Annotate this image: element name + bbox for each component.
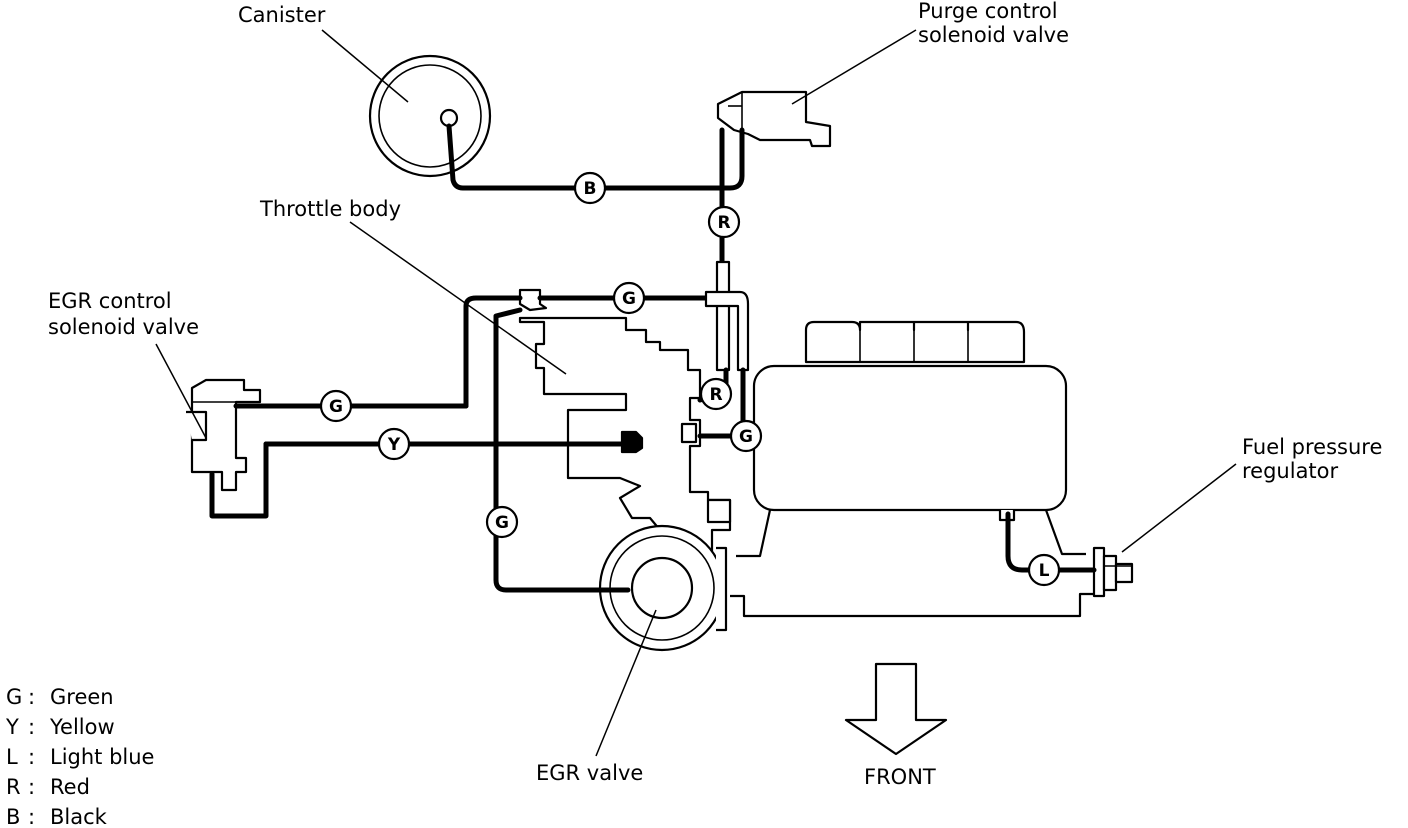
svg-text:G: G: [6, 685, 22, 709]
hose-y: [209, 441, 625, 519]
label-canister: Canister: [238, 3, 326, 27]
hose-g-egr-valve: [493, 307, 631, 593]
label-purge-line2: solenoid valve: [918, 23, 1069, 47]
leader-fuel: [1121, 463, 1237, 553]
egr-valve: [598, 524, 1094, 652]
hose-tag-g-right: G: [729, 419, 763, 453]
label-egr-control-line1: EGR control: [48, 289, 172, 313]
label-egr-control-line2: solenoid valve: [48, 315, 199, 339]
hose-purge-throttle-r: [697, 127, 731, 403]
svg-text:Black: Black: [50, 805, 108, 828]
svg-text:Light blue: Light blue: [50, 745, 154, 769]
throttle-body: [518, 288, 732, 554]
label-throttle-body: Throttle body: [259, 197, 401, 221]
hose-tag-r-upper: R: [707, 205, 741, 239]
front-arrow: [844, 662, 948, 756]
legend-row-light-blue: L : Light blue: [6, 745, 154, 769]
svg-text::: :: [28, 715, 35, 739]
leader-canister: [321, 29, 409, 103]
svg-text:R: R: [6, 775, 21, 799]
svg-text:R: R: [709, 385, 722, 405]
legend-row-red: R : Red: [6, 775, 90, 799]
svg-text:B: B: [584, 179, 597, 199]
legend-row-black: B : Black: [6, 805, 108, 828]
svg-text:R: R: [717, 213, 730, 233]
svg-text:Y: Y: [387, 435, 401, 455]
svg-text:Red: Red: [50, 775, 90, 799]
hose-tag-g-egr: G: [485, 505, 519, 539]
leader-purge: [791, 29, 917, 105]
svg-text::: :: [28, 805, 35, 828]
hose-tag-y: Y: [377, 427, 411, 461]
hose-tag-g-top: G: [612, 281, 646, 315]
svg-text:Y: Y: [5, 715, 19, 739]
leader-throttle: [349, 221, 567, 375]
intake-plenum: [736, 320, 1086, 558]
svg-text:G: G: [495, 513, 509, 533]
leader-egr-ctrl: [155, 343, 207, 439]
legend-row-green: G : Green: [6, 685, 114, 709]
svg-text:G: G: [739, 427, 753, 447]
hose-tag-b: B: [573, 171, 607, 205]
fuel-pressure-regulator: [1092, 546, 1134, 598]
purge-control-solenoid-valve: [716, 90, 832, 148]
hose-tag-r-lower: R: [699, 377, 733, 411]
svg-text:G: G: [622, 289, 636, 309]
svg-text::: :: [28, 685, 35, 709]
canister: [368, 54, 492, 178]
hose-tag-l: L: [1027, 553, 1061, 587]
svg-text:G: G: [329, 397, 343, 417]
leader-egr-valve: [595, 609, 657, 757]
label-egr-valve: EGR valve: [536, 761, 643, 785]
egr-control-solenoid-valve: [186, 378, 262, 492]
svg-text::: :: [28, 745, 35, 769]
svg-text:Yellow: Yellow: [49, 715, 115, 739]
svg-text:L: L: [6, 745, 18, 769]
svg-text:Green: Green: [50, 685, 114, 709]
legend: G : Green Y : Yellow L : Light blue R : …: [5, 685, 154, 828]
svg-text:L: L: [1039, 561, 1050, 581]
label-purge-line1: Purge control: [918, 0, 1058, 23]
svg-text::: :: [28, 775, 35, 799]
hose-l: [1005, 511, 1097, 573]
svg-text:B: B: [6, 805, 20, 828]
legend-row-yellow: Y : Yellow: [5, 715, 115, 739]
label-fuel-line2: regulator: [1242, 459, 1339, 483]
label-fuel-line1: Fuel pressure: [1242, 435, 1382, 459]
hose-tag-g-left: G: [319, 389, 353, 423]
label-front: FRONT: [864, 765, 936, 789]
